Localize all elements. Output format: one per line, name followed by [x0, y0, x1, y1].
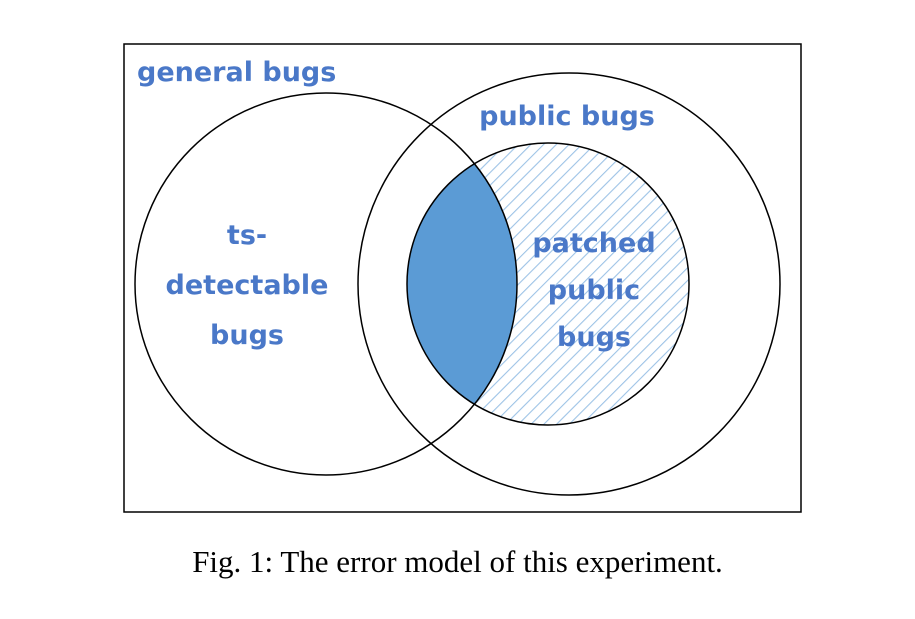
venn-diagram: general bugs public bugs ts- detectable … — [123, 43, 802, 513]
ts-detectable-label-line-1: ts- — [227, 220, 267, 251]
patched-public-label-line-2: public — [548, 275, 640, 306]
public-bugs-set — [357, 72, 781, 496]
ts-detectable-bugs-set — [134, 92, 518, 476]
general-bugs-label: general bugs — [137, 57, 336, 88]
patched-public-label-line-1: patched — [532, 228, 655, 259]
ts-detectable-label-line-2: detectable — [166, 270, 329, 301]
ts-detectable-label-line-3: bugs — [210, 320, 284, 351]
general-bugs-set — [123, 43, 802, 513]
intersection-region — [407, 143, 517, 425]
patched-public-bugs-outline — [406, 142, 690, 426]
figure-caption: Fig. 1: The error model of this experime… — [192, 544, 723, 579]
public-bugs-label: public bugs — [479, 101, 655, 132]
patched-public-label-line-3: bugs — [557, 322, 631, 353]
